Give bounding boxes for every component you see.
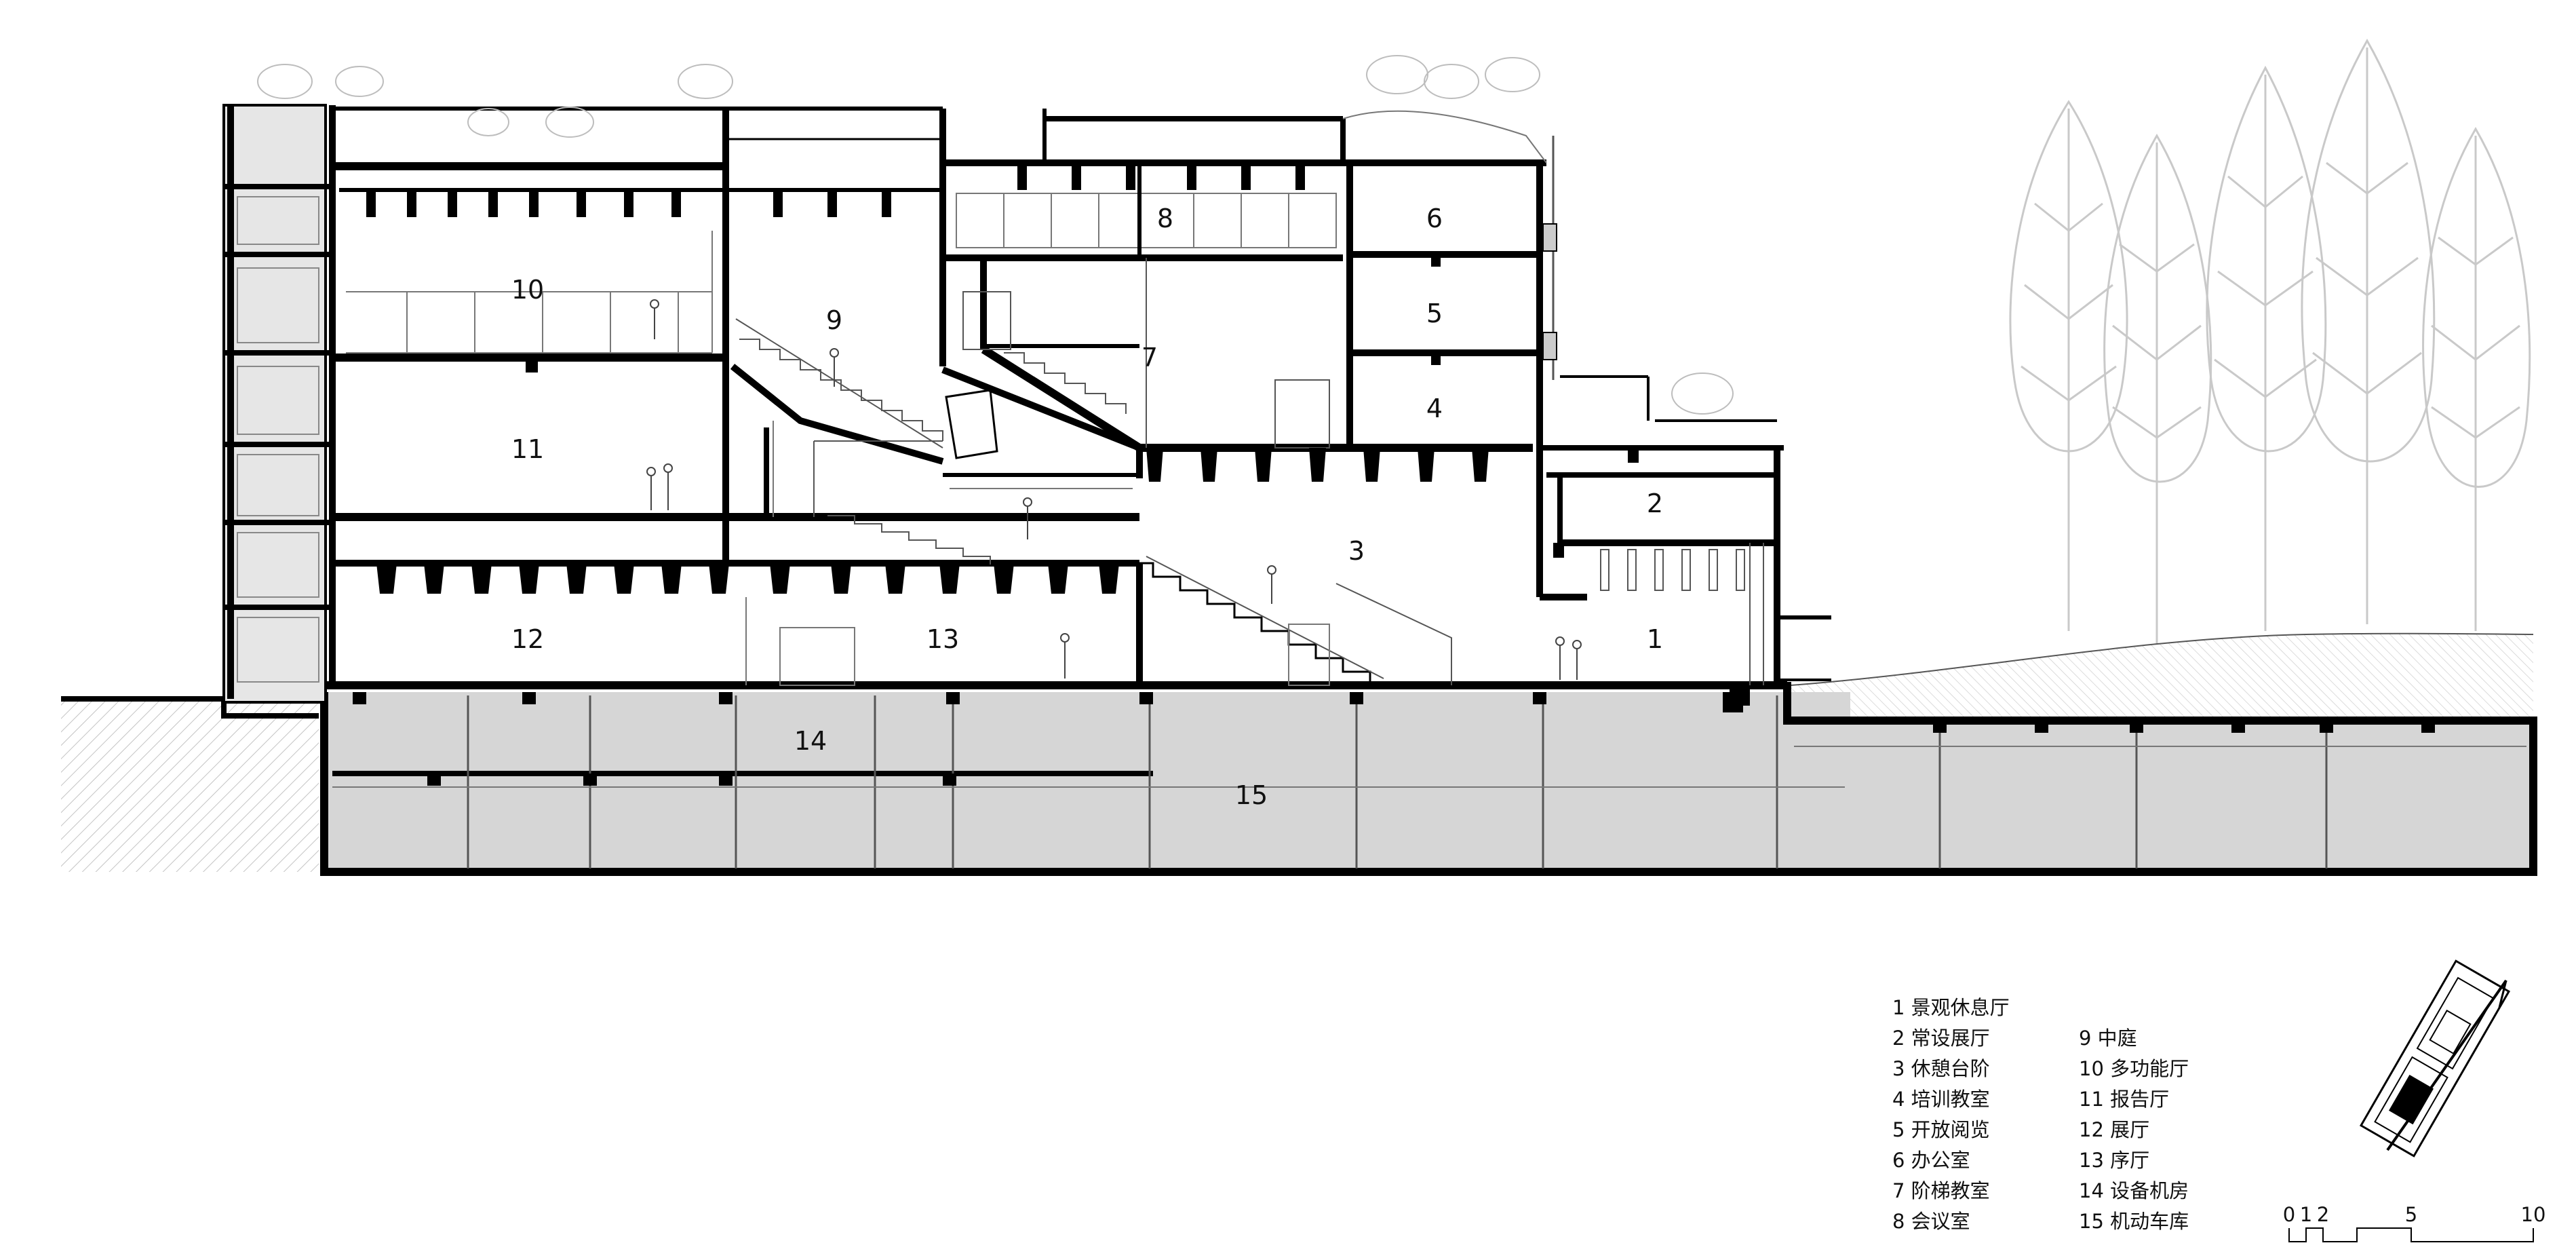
ground-left [61,696,319,872]
person-figure [1267,565,1276,604]
room-label-7: 7 [1141,343,1158,373]
legend-item: 2 常设展厅 [1892,1027,1990,1050]
room-label-9: 9 [826,305,842,335]
person-figure [663,463,673,510]
scale-tick-label: 0 [2283,1203,2295,1226]
scale-tick-label: 2 [2317,1203,2329,1226]
legend-item: 11 报告厅 [2079,1088,2169,1111]
legend-item: 5 开放阅览 [1892,1118,1990,1141]
room-labels: 1 2 3 4 5 6 7 8 9 10 11 12 13 14 15 [511,204,1663,810]
person-figure [1555,636,1565,680]
room-label-4: 4 [1426,394,1443,423]
room-label-10: 10 [511,275,544,305]
scale-tick-label: 1 [2300,1203,2312,1226]
tree-2 [2103,134,2212,645]
room-label-3: 3 [1348,536,1365,566]
legend-item: 15 机动车库 [2079,1210,2189,1233]
roof-trees-left [257,55,1734,415]
tree-1 [2009,100,2128,631]
human-figures [646,299,1582,680]
room-label-13: 13 [926,624,959,654]
legend-item: 14 设备机房 [2079,1179,2189,1202]
ground-right [1790,632,2534,719]
legend-item: 1 景观休息厅 [1892,996,2010,1019]
left-facade [222,104,336,704]
room-label-8: 8 [1157,204,1173,233]
tree-5 [2422,127,2531,631]
legend-item: 6 办公室 [1892,1149,1970,1172]
tree-3 [2206,65,2327,631]
legend-item: 3 休憩台阶 [1892,1057,1990,1080]
key-plan [2359,959,2511,1158]
room-label-1: 1 [1647,624,1663,654]
scale-tick-label: 5 [2405,1203,2417,1226]
legend-item: 13 序厅 [2079,1149,2149,1172]
person-figure [1060,633,1070,679]
person-figure [1572,640,1582,680]
room-label-2: 2 [1647,489,1663,518]
tree-4 [2301,38,2436,624]
legend: 1 景观休息厅 2 常设展厅 3 休憩台阶 4 培训教室 5 开放阅览 6 办公… [1892,996,2189,1233]
upper-right-block [939,109,1557,482]
person-figure [830,348,839,387]
room-label-14: 14 [794,726,827,756]
room-label-12: 12 [511,624,544,654]
person-figure [650,299,659,339]
room-label-5: 5 [1426,299,1443,328]
stair-3 [1139,556,1452,686]
legend-item: 8 会议室 [1892,1210,1970,1233]
legend-item: 12 展厅 [2079,1118,2149,1141]
background-trees [2009,38,2531,645]
legend-item: 10 多功能厅 [2079,1057,2189,1080]
room-label-15: 15 [1235,780,1268,810]
legend-item: 9 中庭 [2079,1027,2137,1050]
person-figure [646,467,656,510]
scale-tick-label: 10 [2521,1203,2546,1226]
right-lower-block [1536,375,1831,706]
left-block [332,107,1143,686]
room-label-6: 6 [1426,204,1443,233]
legend-item: 7 阶梯教室 [1892,1179,1990,1202]
legend-item: 4 培训教室 [1892,1088,1990,1111]
basement [320,682,2537,876]
person-figure [1023,497,1032,539]
scale-bar: 0 1 2 5 10 [2283,1203,2546,1242]
room-label-11: 11 [511,434,544,464]
